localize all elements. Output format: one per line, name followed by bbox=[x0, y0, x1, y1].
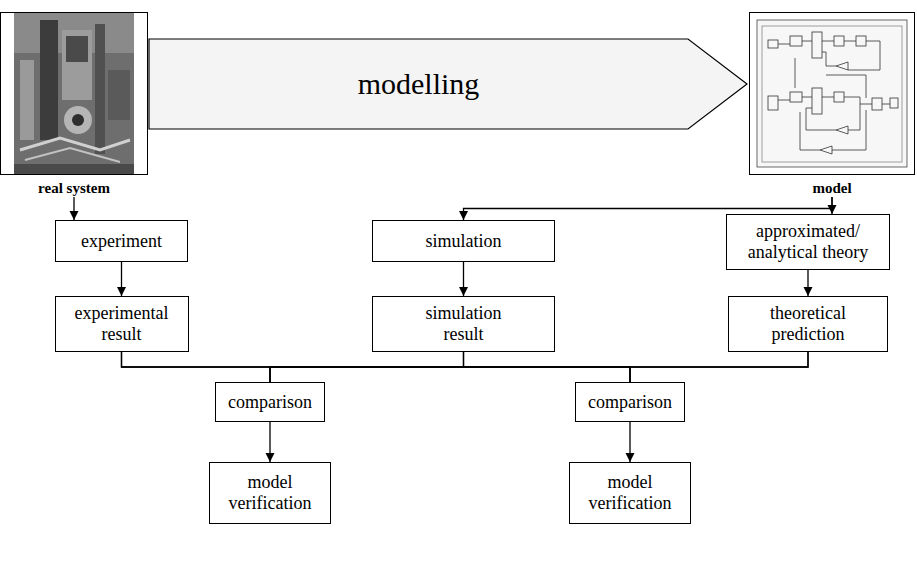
box-text: comparison bbox=[228, 392, 312, 413]
verification-box: model verification bbox=[209, 462, 331, 524]
connector bbox=[73, 197, 74, 220]
comparison-box: comparison bbox=[215, 382, 325, 422]
real-system-photo bbox=[1, 13, 148, 175]
connector bbox=[831, 197, 832, 214]
result-box: simulation result bbox=[372, 296, 555, 352]
connector bbox=[630, 352, 808, 382]
result-box: theoretical prediction bbox=[728, 296, 888, 352]
connector bbox=[122, 352, 631, 382]
figure-label: model bbox=[749, 175, 915, 197]
figure-frame bbox=[0, 12, 148, 175]
box-text: theoretical prediction bbox=[748, 303, 868, 344]
modelling-arrow: modelling bbox=[148, 38, 749, 130]
figure-label: real system bbox=[0, 175, 148, 197]
box-text: simulation result bbox=[414, 303, 514, 344]
box-text: experiment bbox=[81, 231, 162, 252]
model-block-diagram bbox=[750, 13, 915, 175]
process-box: approximated/ analytical theory bbox=[726, 214, 890, 270]
box-text: approximated/ analytical theory bbox=[735, 221, 881, 262]
box-text: simulation bbox=[426, 231, 502, 252]
model-figure-box: model bbox=[749, 12, 915, 197]
arrow-text-holder: modelling bbox=[148, 38, 749, 130]
box-text: comparison bbox=[588, 392, 672, 413]
box-text: model verification bbox=[580, 472, 680, 513]
figure-frame bbox=[749, 12, 915, 175]
process-box: experiment bbox=[55, 220, 188, 262]
process-box: simulation bbox=[372, 220, 555, 262]
box-text: modelling bbox=[358, 67, 480, 102]
connector bbox=[629, 422, 630, 462]
verification-box: model verification bbox=[569, 462, 691, 524]
real-system-photo-box: real system bbox=[0, 12, 148, 197]
box-text: model verification bbox=[220, 472, 320, 513]
connector bbox=[807, 270, 808, 296]
connector bbox=[269, 422, 270, 462]
comparison-box: comparison bbox=[575, 382, 685, 422]
result-box: experimental result bbox=[55, 296, 189, 352]
connector bbox=[464, 352, 631, 382]
box-text: experimental result bbox=[66, 303, 178, 344]
connector bbox=[463, 262, 464, 296]
connector bbox=[121, 262, 122, 296]
